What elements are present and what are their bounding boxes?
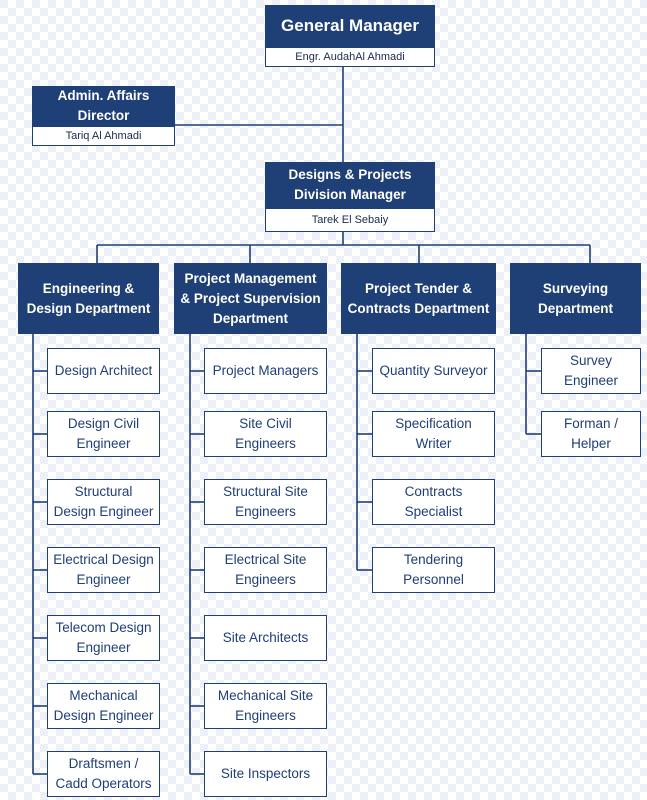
admin-affairs-name: Tariq Al Ahmadi <box>32 126 175 146</box>
dept-surveying: Surveying Department <box>510 263 641 334</box>
general-manager-name: Engr. AudahAl Ahmadi <box>265 47 435 67</box>
role-forman-helper: Forman / Helper <box>541 411 641 457</box>
role-draftsmen-cadd-operators: Draftsmen / Cadd Operators <box>47 751 160 797</box>
role-contracts-specialist: Contracts Specialist <box>372 479 495 525</box>
role-design-civil-engineer: Design Civil Engineer <box>47 411 160 457</box>
role-quantity-surveyor: Quantity Surveyor <box>372 348 495 394</box>
role-survey-engineer: Survey Engineer <box>541 348 641 394</box>
role-tendering-personnel: Tendering Personnel <box>372 547 495 593</box>
dept-project-management: Project Management & Project Supervision… <box>174 263 327 334</box>
role-mechanical-site-engineers: Mechanical Site Engineers <box>204 683 327 729</box>
role-site-inspectors: Site Inspectors <box>204 751 327 797</box>
division-manager-name: Tarek El Sebaiy <box>265 208 435 232</box>
general-manager-box: General Manager <box>265 5 435 47</box>
role-structural-site-engineers: Structural Site Engineers <box>204 479 327 525</box>
admin-affairs-box: Admin. Affairs Director <box>32 86 175 126</box>
division-manager-box: Designs & Projects Division Manager <box>265 162 435 208</box>
role-project-managers: Project Managers <box>204 348 327 394</box>
role-telecom-design-engineer: Telecom Design Engineer <box>47 615 160 661</box>
role-structural-design-engineer: Structural Design Engineer <box>47 479 160 525</box>
dept-tender-contracts: Project Tender & Contracts Department <box>341 263 496 334</box>
role-mechanical-design-engineer: Mechanical Design Engineer <box>47 683 160 729</box>
role-design-architect: Design Architect <box>47 348 160 394</box>
dept-engineering-design: Engineering & Design Department <box>18 263 159 334</box>
role-specification-writer: Specification Writer <box>372 411 495 457</box>
role-electrical-design-engineer: Electrical Design Engineer <box>47 547 160 593</box>
role-electrical-site-engineers: Electrical Site Engineers <box>204 547 327 593</box>
role-site-architects: Site Architects <box>204 615 327 661</box>
role-site-civil-engineers: Site Civil Engineers <box>204 411 327 457</box>
